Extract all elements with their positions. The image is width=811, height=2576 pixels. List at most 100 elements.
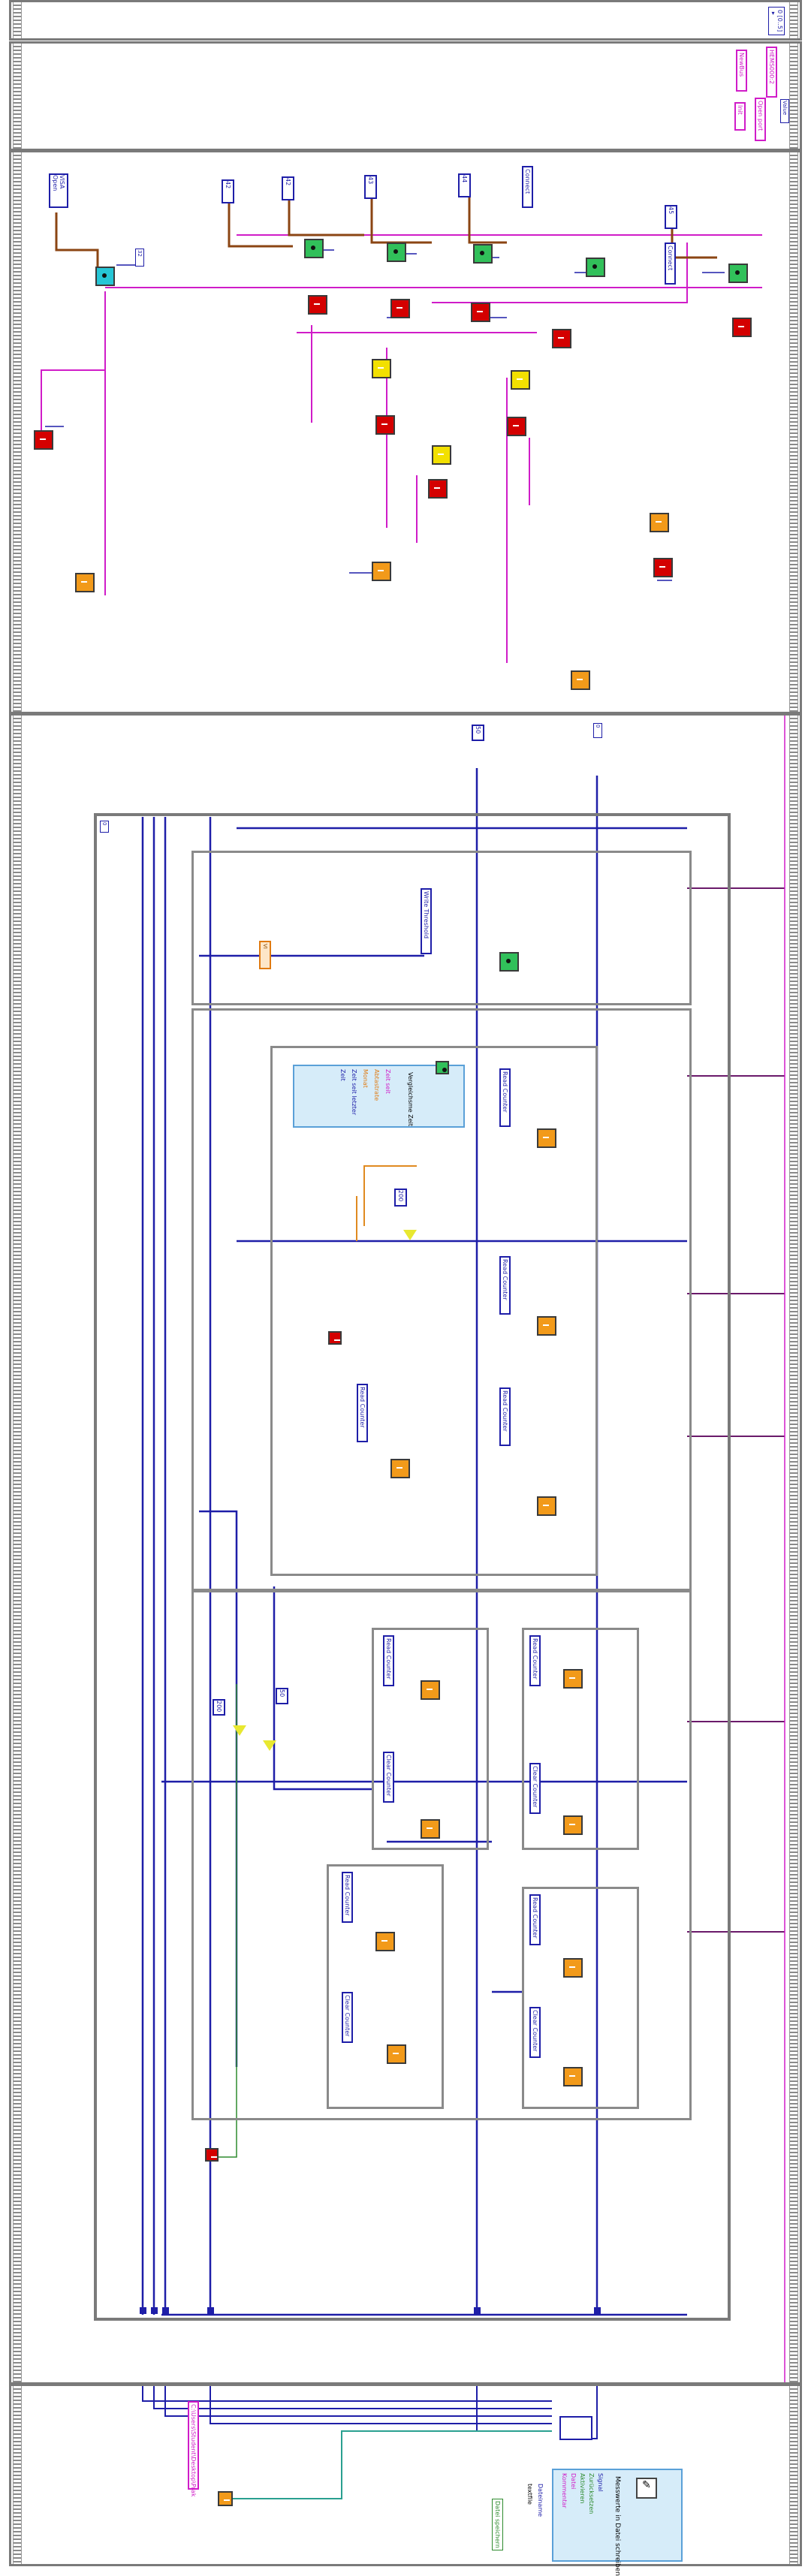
- read-counter-7[interactable]: Read Counter: [342, 1872, 353, 1923]
- clear-case[interactable]: [191, 1590, 692, 2120]
- counter-case[interactable]: [191, 1008, 692, 1591]
- threshold-case[interactable]: [191, 851, 692, 1005]
- build-path-node[interactable]: [218, 2491, 233, 2506]
- visa-open-function[interactable]: [95, 267, 115, 286]
- file-path-constant[interactable]: C:\Users\Student\Desktop\Prak: [188, 2401, 199, 2496]
- connect-ring-2[interactable]: Connect: [665, 243, 676, 285]
- write-subvi-2[interactable]: [372, 562, 391, 581]
- counter-subvi-10[interactable]: [387, 2044, 406, 2064]
- relay-node-5[interactable]: [728, 264, 748, 283]
- threshold-subvi[interactable]: VI: [259, 941, 271, 969]
- counter-subvi-1[interactable]: [537, 1128, 556, 1148]
- stop-button-terminal[interactable]: [205, 2148, 219, 2162]
- error-node-8[interactable]: [507, 417, 526, 436]
- error-node-7[interactable]: [375, 415, 395, 435]
- compare-greater-2[interactable]: [233, 1725, 246, 1736]
- film-edge-right: [789, 2386, 798, 2564]
- textfile-label: textfile: [526, 2484, 533, 2505]
- constant-50[interactable]: 50: [276, 1688, 288, 1704]
- threshold-constant-500[interactable]: 200: [394, 1189, 407, 1207]
- time-express-title: Vergleichsme Zeit: [407, 1072, 414, 1127]
- compare-greater-3[interactable]: [263, 1740, 276, 1751]
- compare-greater-1[interactable]: [403, 1230, 417, 1240]
- counter-inner-loop[interactable]: [270, 1046, 598, 1576]
- read-counter-8[interactable]: Read Counter: [529, 1894, 541, 1945]
- clear-subcase-3[interactable]: [327, 1864, 444, 2109]
- error-node-10[interactable]: [653, 558, 673, 577]
- loop-count-constant[interactable]: 50: [472, 725, 484, 741]
- error-node-2[interactable]: [390, 299, 410, 318]
- while-loop[interactable]: [94, 813, 731, 2321]
- compare-node-1[interactable]: [372, 359, 391, 378]
- relay-node-3[interactable]: [473, 244, 493, 264]
- relay-node-2[interactable]: [387, 243, 406, 262]
- relay-node-4[interactable]: [586, 258, 605, 277]
- read-counter-2[interactable]: Read Counter: [499, 1256, 511, 1315]
- byte-constant-3[interactable]: 43: [364, 175, 377, 199]
- sequence-frame-init: HEMS000:2 NewBus Open port Value Init: [9, 41, 802, 151]
- threshold-relay-node[interactable]: [499, 952, 519, 972]
- write-threshold-node[interactable]: Write Threshold: [421, 888, 432, 954]
- counter-subvi-8[interactable]: [563, 1815, 583, 1835]
- byte-constant-2[interactable]: 42: [282, 176, 294, 200]
- clear-subcase-2[interactable]: [522, 1628, 639, 1850]
- relay-node-1[interactable]: [304, 239, 324, 258]
- read-counter-1[interactable]: Read Counter: [499, 1068, 511, 1127]
- film-edge-left: [13, 2, 22, 38]
- write-file-express-vi[interactable]: ✎ Messwerte in Datei schreiben Signal Zu…: [552, 2469, 683, 2576]
- merge-signals-node[interactable]: [559, 2416, 592, 2440]
- counter-subvi-12[interactable]: [563, 2067, 583, 2086]
- counter-subvi-11[interactable]: [563, 1958, 583, 1978]
- shift-register-2: [151, 2307, 158, 2314]
- counter-subvi-2[interactable]: [537, 1316, 556, 1336]
- compare-node-3[interactable]: [432, 445, 451, 465]
- read-counter-3[interactable]: Read Counter: [357, 1384, 368, 1442]
- byte-constant-4[interactable]: 44: [458, 173, 471, 197]
- time-item-2: Zeit seit letzter: [351, 1069, 357, 1116]
- clear-counter-4[interactable]: Clear Counter: [529, 2007, 541, 2058]
- counter-subvi-5[interactable]: [421, 1680, 440, 1700]
- init-node[interactable]: Init: [734, 102, 746, 131]
- byte-constant-5[interactable]: 45: [665, 205, 677, 229]
- clear-counter-3[interactable]: Clear Counter: [342, 1992, 353, 2043]
- clear-subcase-1[interactable]: [372, 1628, 489, 1850]
- elapsed-time-flag[interactable]: [436, 1061, 449, 1074]
- error-node-9[interactable]: [428, 479, 448, 499]
- visa-open-node[interactable]: VISA Open: [49, 173, 68, 208]
- error-node-6[interactable]: [34, 430, 53, 450]
- express-item-4: Datei: [570, 2473, 577, 2490]
- counter-subvi-9[interactable]: [375, 1932, 395, 1951]
- error-node-4[interactable]: [552, 329, 571, 348]
- error-node-1[interactable]: [308, 295, 327, 315]
- port-open-node[interactable]: Open port: [755, 98, 766, 141]
- counter-subvi-3[interactable]: [390, 1459, 410, 1478]
- sequence-frame-file: C:\Users\Student\Desktop\Prak ✎ Messwert…: [9, 2384, 802, 2576]
- write-file-icon: ✎: [636, 2478, 657, 2499]
- write-subvi-1[interactable]: [75, 573, 95, 592]
- write-subvi-3[interactable]: [650, 513, 669, 532]
- read-counter-4[interactable]: Read Counter: [499, 1387, 511, 1446]
- resource-name-constant[interactable]: HEMS000:2: [766, 47, 777, 98]
- error-node-5[interactable]: [732, 318, 752, 337]
- read-counter-6[interactable]: Read Counter: [529, 1635, 541, 1686]
- counter-subvi-7[interactable]: [563, 1669, 583, 1689]
- clear-counter-2[interactable]: Clear Counter: [529, 1763, 541, 1814]
- error-node-3[interactable]: [471, 303, 490, 322]
- film-edge-left: [13, 152, 22, 712]
- counter-subvi-4[interactable]: [537, 1496, 556, 1516]
- write-subvi-4[interactable]: [571, 670, 590, 690]
- time-express-vi[interactable]: Vergleichsme Zeit Zeit Zeit seit letzter…: [293, 1065, 465, 1128]
- compare-node-2[interactable]: [511, 370, 530, 390]
- clear-counter-1[interactable]: Clear Counter: [383, 1752, 394, 1803]
- counter-subvi-6[interactable]: [421, 1819, 440, 1839]
- stop-indicator[interactable]: [328, 1331, 342, 1345]
- sequence-frame-header: 0 [0..5] ▾: [9, 0, 802, 41]
- connect-ring-1[interactable]: Connect: [522, 166, 533, 208]
- read-counter-5[interactable]: Read Counter: [383, 1635, 394, 1686]
- constant-200[interactable]: 200: [213, 1699, 225, 1716]
- byte-constant-1[interactable]: 42: [222, 179, 234, 203]
- clear-subcase-4[interactable]: [522, 1887, 639, 2109]
- sequence-frame-main: 50 0 0 Write Threshold VI Vergleichsme Z…: [9, 713, 802, 2385]
- bus-property-node[interactable]: NewBus: [736, 50, 747, 92]
- sequence-selector[interactable]: 0 [0..5] ▾: [768, 7, 785, 35]
